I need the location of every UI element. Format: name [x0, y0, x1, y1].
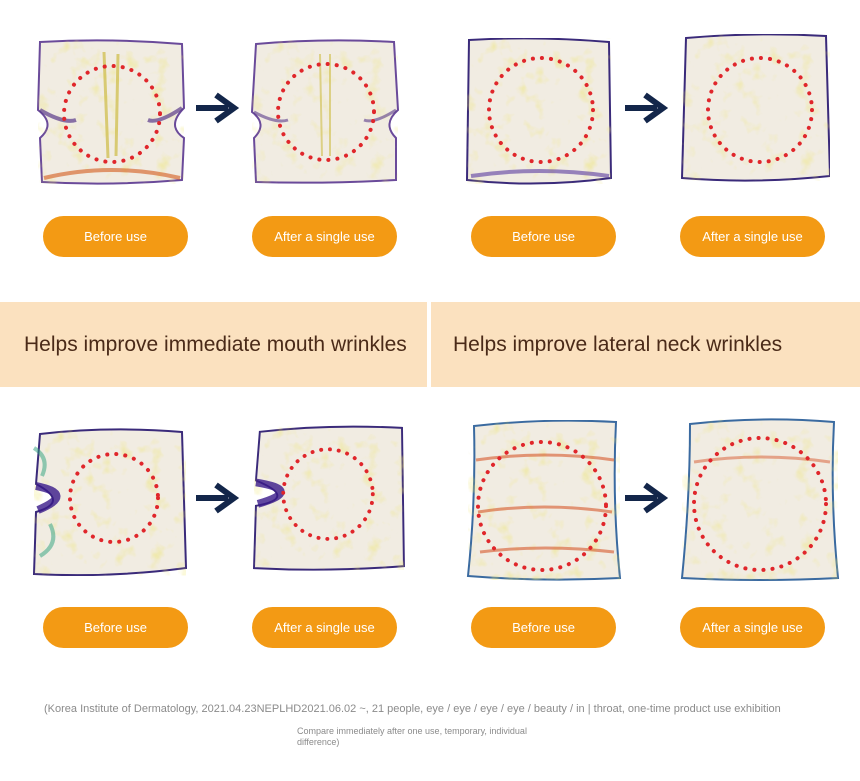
before-use-badge-top-right: Before use	[471, 216, 616, 257]
after-image-bottom-right	[680, 418, 840, 582]
before-use-badge-top-left: Before use	[43, 216, 188, 257]
dotted-circle	[476, 440, 608, 572]
dotted-circle	[706, 56, 814, 164]
arrow-right-icon	[623, 92, 669, 124]
heading-band-neck: Helps improve lateral neck wrinkles	[431, 302, 860, 387]
after-use-badge-top-right: After a single use	[680, 216, 825, 257]
dotted-circle	[281, 447, 375, 541]
dotted-circle	[692, 436, 828, 572]
heading-mouth: Helps improve immediate mouth wrinkles	[24, 332, 407, 356]
arrow-right-icon	[194, 482, 240, 514]
before-image-bottom-left	[30, 428, 188, 576]
after-image-top-right	[680, 34, 830, 182]
after-use-badge-top-left: After a single use	[252, 216, 397, 257]
before-image-bottom-right	[466, 420, 622, 582]
footnote-disclaimer: Compare immediately after one use, tempo…	[297, 726, 527, 747]
arrow-right-icon	[623, 482, 669, 514]
before-use-badge-bottom-right: Before use	[471, 607, 616, 648]
dotted-circle	[487, 56, 595, 164]
after-use-badge-bottom-left: After a single use	[252, 607, 397, 648]
dotted-circle	[68, 452, 160, 544]
heading-band-mouth: Helps improve immediate mouth wrinkles	[0, 302, 427, 387]
after-use-badge-bottom-right: After a single use	[680, 607, 825, 648]
dotted-circle	[62, 64, 162, 164]
before-use-badge-bottom-left: Before use	[43, 607, 188, 648]
heading-neck: Helps improve lateral neck wrinkles	[453, 332, 783, 356]
footnote-source: (Korea Institute of Dermatology, 2021.04…	[44, 703, 781, 715]
before-image-top-left	[36, 38, 186, 186]
after-image-bottom-left	[248, 424, 408, 572]
after-image-top-left	[250, 38, 400, 186]
arrow-right-icon	[194, 92, 240, 124]
before-image-top-right	[463, 38, 613, 186]
dotted-circle	[276, 62, 376, 162]
